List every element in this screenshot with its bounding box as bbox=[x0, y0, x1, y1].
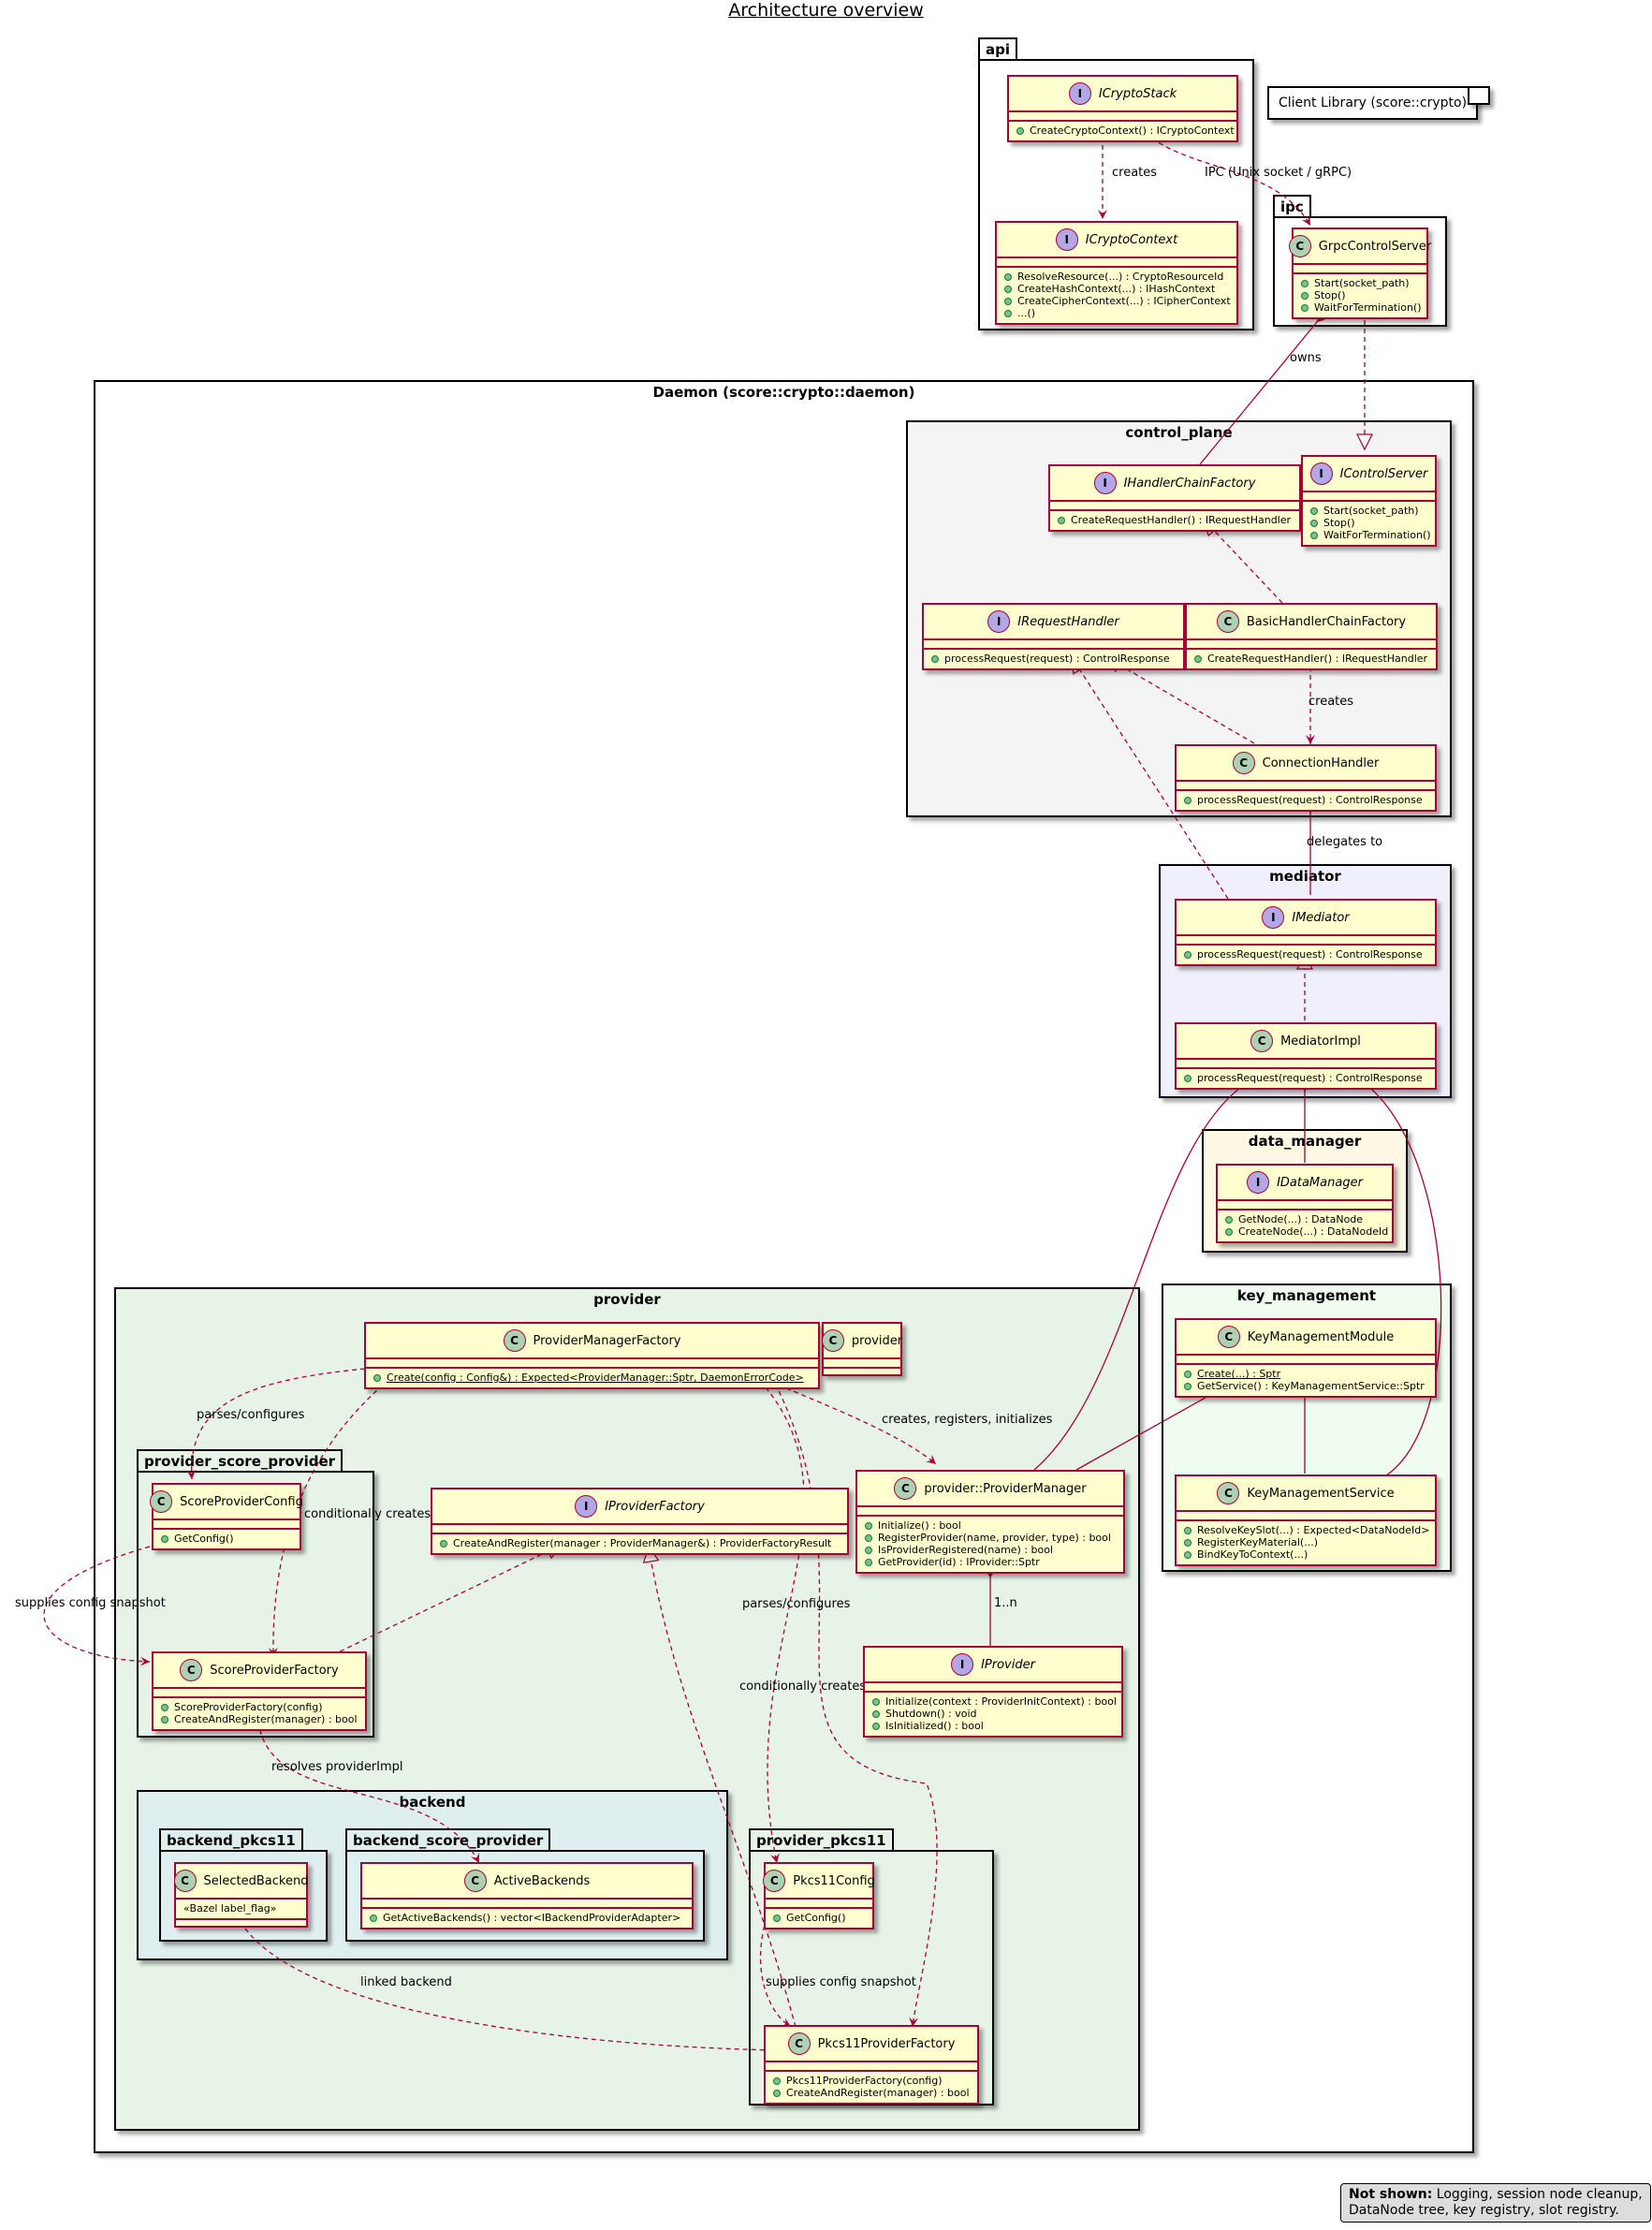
edge-label-supplies-2: supplies config snapshot bbox=[766, 1975, 916, 1989]
page-title: Architecture overview bbox=[728, 0, 924, 21]
legend-line-1: Logging, session node cleanup, bbox=[1432, 2187, 1643, 2202]
edge-label-creates: creates bbox=[1112, 166, 1158, 180]
edge-label-creates-2: creates bbox=[1308, 695, 1354, 709]
edge-label-parses-2: parses/configures bbox=[742, 1597, 851, 1611]
edge-label-multiplicity: 1..n bbox=[994, 1596, 1017, 1610]
legend: Not shown: Logging, session node cleanup… bbox=[1340, 2183, 1651, 2223]
package-tab-ipc: ipc bbox=[1273, 195, 1311, 219]
edge-label-delegates: delegates to bbox=[1307, 835, 1383, 849]
edge-label-ipc: IPC (Unix socket / gRPC) bbox=[1205, 166, 1352, 180]
edge-label-resolves: resolves providerImpl bbox=[271, 1760, 403, 1774]
edge-label-linked-backend: linked backend bbox=[360, 1975, 452, 1989]
edge-label-conditionally-creates-1: conditionally creates bbox=[304, 1507, 431, 1521]
legend-line-2: DataNode tree, key registry, slot regist… bbox=[1349, 2203, 1619, 2218]
package-tab-provider-score-provider: provider_score_provider bbox=[137, 1449, 344, 1474]
edge-label-owns: owns bbox=[1290, 351, 1322, 365]
edge-label-creates-registers: creates, registers, initializes bbox=[882, 1413, 1053, 1427]
note-ipc bbox=[1468, 86, 1490, 105]
edge-label-parses-1: parses/configures bbox=[197, 1408, 305, 1422]
note-client-library: Client Library (score::crypto) bbox=[1267, 86, 1479, 120]
member: CreateCryptoContext() : ICryptoContext bbox=[1016, 125, 1235, 137]
edge-label-conditionally-creates-2: conditionally creates bbox=[739, 1680, 867, 1694]
legend-label: Not shown: bbox=[1349, 2187, 1433, 2202]
edge-label-supplies-1: supplies config snapshot bbox=[15, 1596, 166, 1610]
